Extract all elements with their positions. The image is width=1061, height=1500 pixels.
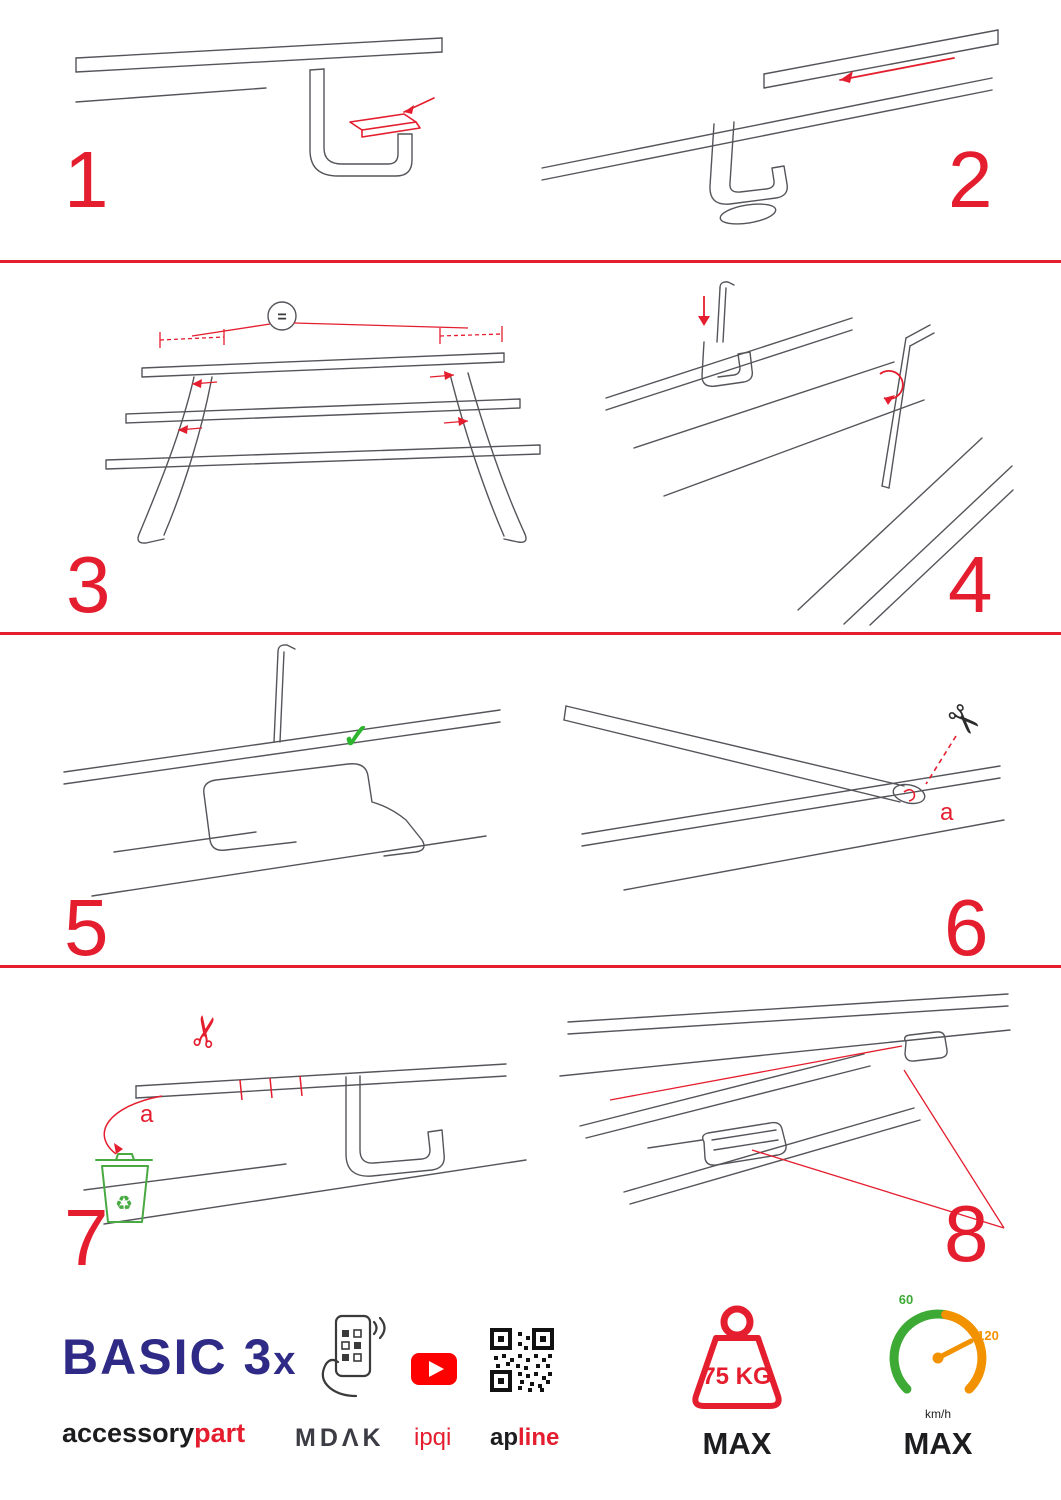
- youtube-icon: [411, 1353, 457, 1385]
- cut-guide: [903, 735, 957, 802]
- step5-drawing: ✓: [63, 644, 501, 897]
- partner-apline-red: line: [518, 1424, 560, 1451]
- speedometer-icon: 60 120 km/h: [889, 1292, 999, 1421]
- step2-drawing: [541, 29, 999, 225]
- speedometer-needle: [935, 1338, 974, 1361]
- tighten-rotation-arrow: [879, 369, 904, 400]
- step7-number: 7: [64, 1193, 109, 1282]
- step4-number: 4: [948, 540, 993, 629]
- step1-pad-highlight: [349, 97, 435, 138]
- step5-number: 5: [64, 883, 109, 972]
- step3-drawing: =: [105, 301, 541, 544]
- sub-brand-red: part: [194, 1418, 246, 1448]
- brand-main: BASIC 3: [62, 1329, 274, 1385]
- brand-logo: BASIC 3x: [62, 1328, 296, 1386]
- sub-brand: accessorypart: [62, 1418, 245, 1449]
- cut-marks: [103, 1075, 303, 1155]
- speed-max-label: MAX: [903, 1426, 973, 1461]
- trash-icon: [95, 1153, 153, 1223]
- section-divider: [0, 965, 1061, 968]
- step1-drawing: [75, 37, 443, 177]
- section-divider: [0, 260, 1061, 263]
- cut-point-label: a: [140, 1101, 154, 1128]
- section-divider: [0, 632, 1061, 635]
- step6-number: 6: [944, 883, 989, 972]
- slide-direction-arrow: [839, 57, 955, 81]
- sub-brand-black: accessory: [62, 1418, 195, 1448]
- step4-drawing: [605, 281, 1014, 626]
- qr-code: [490, 1328, 554, 1392]
- phone-scan-icon: [321, 1314, 386, 1398]
- speed-tick-low: 60: [899, 1292, 913, 1307]
- partner-apline: apline: [490, 1424, 559, 1452]
- step8-number: 8: [944, 1189, 989, 1278]
- recycle-icon: ♻: [115, 1193, 133, 1215]
- cut-point-label: a: [940, 799, 954, 826]
- step8-drawing: [559, 993, 1011, 1229]
- weight-max-label: MAX: [702, 1426, 772, 1461]
- step1-number: 1: [64, 135, 109, 224]
- speed-tick-high: 120: [977, 1328, 999, 1343]
- brand-suffix: x: [273, 1339, 296, 1383]
- check-icon: ✓: [342, 718, 371, 756]
- equal-spacing-label: =: [277, 309, 286, 326]
- step7-drawing: ✂ a ♻: [83, 1010, 527, 1225]
- partner-ipqi: ipqi: [414, 1424, 452, 1451]
- partner-apline-black: ap: [490, 1424, 519, 1451]
- scissors-icon: ✂: [936, 693, 991, 748]
- weight-icon: 75 KG: [692, 1305, 782, 1409]
- partner-mdak: MDΛK: [295, 1424, 385, 1452]
- weight-value: 75 KG: [702, 1363, 771, 1390]
- step3-number: 3: [66, 540, 111, 629]
- speed-unit: km/h: [925, 1407, 951, 1421]
- scissors-icon: ✂: [180, 1010, 232, 1053]
- step2-number: 2: [948, 135, 993, 224]
- step6-drawing: ✂ a: [563, 693, 1005, 891]
- final-check-guides: [609, 1045, 1005, 1229]
